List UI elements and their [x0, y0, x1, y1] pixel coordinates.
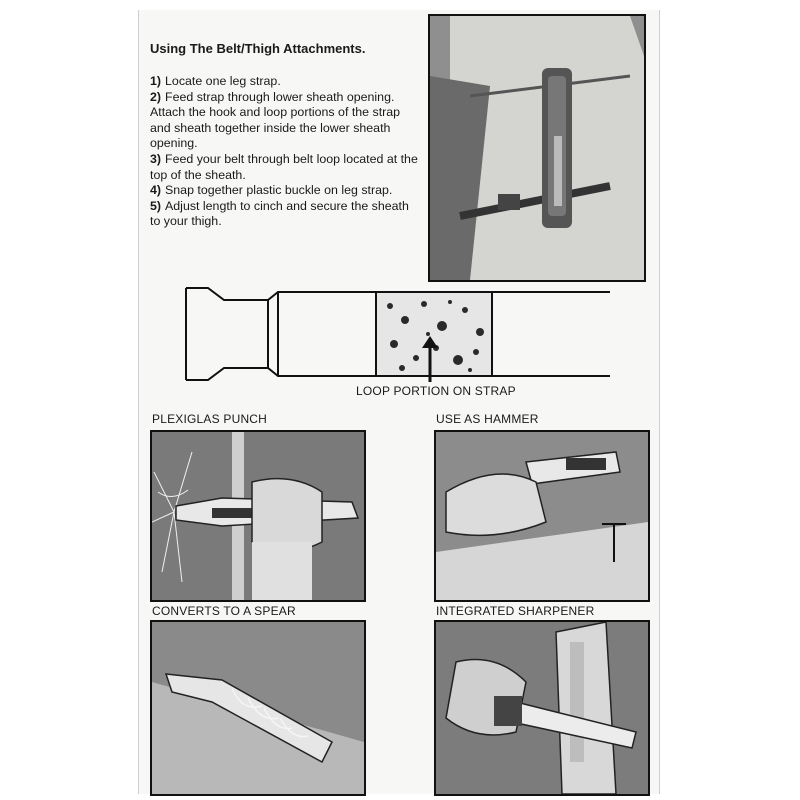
panel-hammer — [434, 430, 650, 602]
panel-punch — [150, 430, 366, 602]
spear-illustration — [152, 622, 364, 794]
hammer-illustration — [436, 432, 648, 600]
panel-sharpener — [434, 620, 650, 796]
panel-spear — [150, 620, 366, 796]
step-5: 5)Adjust length to cinch and secure the … — [150, 198, 409, 229]
instruction-steps: 1)Locate one leg strap. 2)Feed strap thr… — [150, 74, 420, 230]
panel-label-sharpener: INTEGRATED SHARPENER — [436, 604, 595, 618]
plexiglas-punch-illustration — [152, 432, 364, 600]
step-3: 3)Feed your belt through belt loop locat… — [150, 151, 418, 182]
step-2: 2)Feed strap through lower sheath openin… — [150, 89, 401, 151]
thigh-sheath-illustration — [430, 16, 644, 280]
step-1: 1)Locate one leg strap. — [150, 74, 281, 88]
strap-buckle-illustration — [185, 287, 610, 382]
thigh-sheath-photo — [428, 14, 646, 282]
panel-label-spear: CONVERTS TO A SPEAR — [152, 604, 296, 618]
step-4: 4)Snap together plastic buckle on leg st… — [150, 183, 393, 198]
panel-label-hammer: USE AS HAMMER — [436, 412, 539, 426]
strap-caption: LOOP PORTION ON STRAP — [356, 384, 516, 398]
section-heading: Using The Belt/Thigh Attachments. — [150, 41, 366, 56]
panel-label-punch: PLEXIGLAS PUNCH — [152, 412, 268, 426]
sharpener-illustration — [436, 622, 648, 794]
strap-diagram — [180, 286, 610, 382]
